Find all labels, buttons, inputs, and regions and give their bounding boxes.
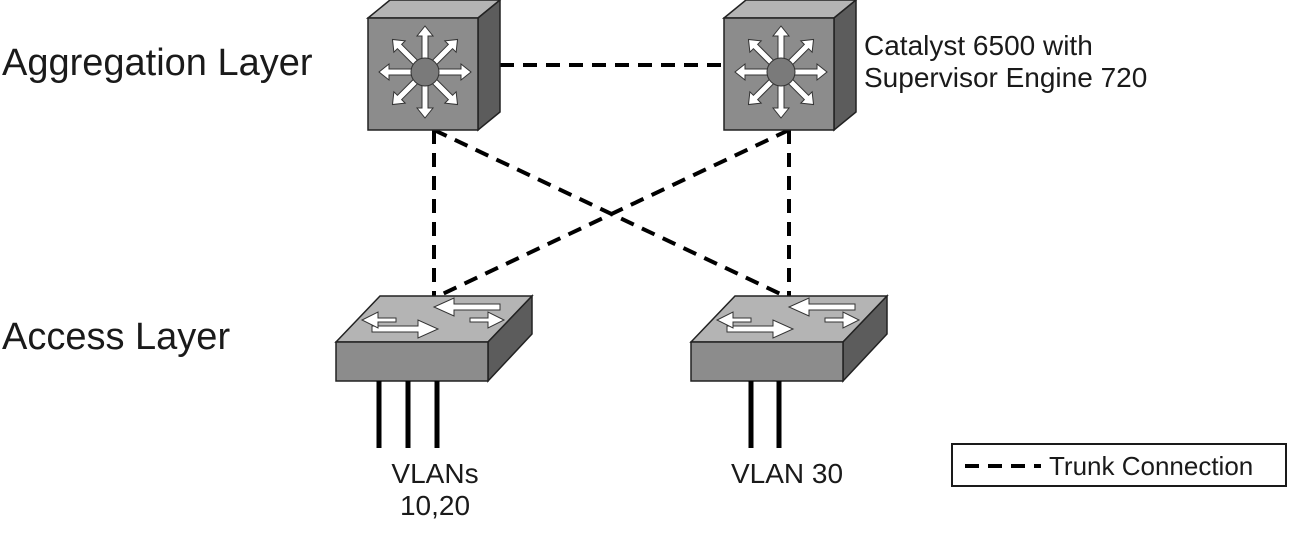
legend-dashed-line-icon	[965, 464, 1041, 468]
catalyst-device-label: Catalyst 6500 with Supervisor Engine 720	[864, 30, 1147, 94]
vlan-label-left: VLANs 10,20	[360, 458, 510, 522]
legend-box: Trunk Connection	[951, 443, 1287, 487]
multilayer-switch-icon	[734, 25, 828, 119]
aggregation-layer-label: Aggregation Layer	[2, 42, 313, 84]
vlan-label-right: VLAN 30	[712, 458, 862, 490]
access-ports-right	[748, 381, 782, 448]
aggregation-switch-right	[721, 0, 858, 132]
aggregation-switch-left	[365, 0, 502, 132]
vlan-label-left-line2: 10,20	[399, 490, 471, 522]
workgroup-switch-icon	[715, 297, 861, 339]
access-switch-right	[689, 294, 889, 383]
access-layer-label: Access Layer	[2, 316, 231, 358]
multilayer-switch-icon	[378, 25, 472, 119]
access-ports-left	[376, 381, 440, 448]
workgroup-switch-icon	[360, 297, 506, 339]
vlan-label-right-line1: VLAN 30	[730, 458, 844, 489]
device-label-line2: Supervisor Engine 720	[864, 62, 1148, 94]
legend-label: Trunk Connection	[1049, 451, 1254, 481]
trunk-links	[432, 63, 791, 300]
vlan-label-left-line1: VLANs	[391, 458, 479, 489]
access-switch-left	[334, 294, 534, 383]
device-label-line1: Catalyst 6500 with	[864, 30, 1093, 61]
trunk-link-right-left	[433, 128, 790, 300]
